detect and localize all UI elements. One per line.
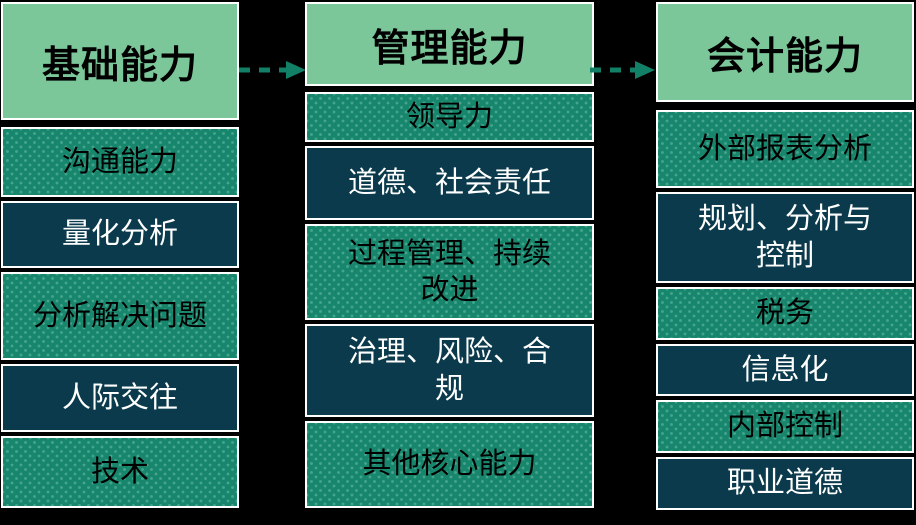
item-box: 信息化	[656, 344, 914, 396]
column-header-label: 管理能力	[371, 27, 528, 70]
item-label: 分析解决问题	[32, 299, 207, 332]
item-box: 技术	[1, 436, 239, 508]
column-header-accounting: 会计能力	[656, 2, 914, 102]
column-header-basic: 基础能力	[1, 2, 239, 120]
item-label: 内部控制	[726, 410, 843, 443]
item-box: 量化分析	[1, 201, 239, 268]
item-label: 治理、风险、合 规	[347, 336, 551, 405]
column-header-label: 会计能力	[706, 35, 863, 78]
item-label: 技术	[90, 455, 149, 488]
item-label: 职业道德	[726, 467, 843, 500]
item-label: 人际交往	[61, 381, 178, 414]
item-box: 内部控制	[656, 400, 914, 453]
item-box: 分析解决问题	[1, 272, 239, 360]
item-label: 其他核心能力	[362, 448, 537, 481]
item-box: 沟通能力	[1, 127, 239, 197]
item-label: 信息化	[741, 353, 829, 386]
column-header-label: 基础能力	[41, 44, 198, 87]
item-label: 规划、分析与 控制	[697, 203, 872, 272]
column-accounting-ability: 会计能力 外部报表分析 规划、分析与 控制 税务 信息化 内部控制 职业道德	[656, 2, 914, 510]
dashed-arrow-right-icon	[590, 61, 655, 79]
item-label: 领导力	[405, 100, 493, 133]
item-label: 沟通能力	[61, 145, 178, 178]
item-label: 量化分析	[61, 218, 178, 251]
column-header-management: 管理能力	[305, 2, 594, 86]
item-label: 税务	[755, 297, 814, 330]
item-label: 外部报表分析	[697, 132, 872, 165]
item-box: 职业道德	[656, 457, 914, 510]
item-box: 其他核心能力	[305, 421, 594, 508]
item-box: 治理、风险、合 规	[305, 324, 594, 417]
item-label: 道德、社会责任	[347, 166, 551, 199]
item-box: 外部报表分析	[656, 110, 914, 188]
item-box: 税务	[656, 287, 914, 340]
item-box: 过程管理、持续 改进	[305, 224, 594, 320]
item-box: 人际交往	[1, 364, 239, 432]
item-box: 规划、分析与 控制	[656, 192, 914, 283]
item-box: 领导力	[305, 92, 594, 142]
item-box: 道德、社会责任	[305, 146, 594, 220]
dashed-arrow-right-icon	[239, 61, 306, 79]
column-management-ability: 管理能力 领导力 道德、社会责任 过程管理、持续 改进 治理、风险、合 规 其他…	[305, 2, 594, 508]
item-label: 过程管理、持续 改进	[347, 237, 551, 306]
column-basic-ability: 基础能力 沟通能力 量化分析 分析解决问题 人际交往 技术	[1, 2, 239, 508]
